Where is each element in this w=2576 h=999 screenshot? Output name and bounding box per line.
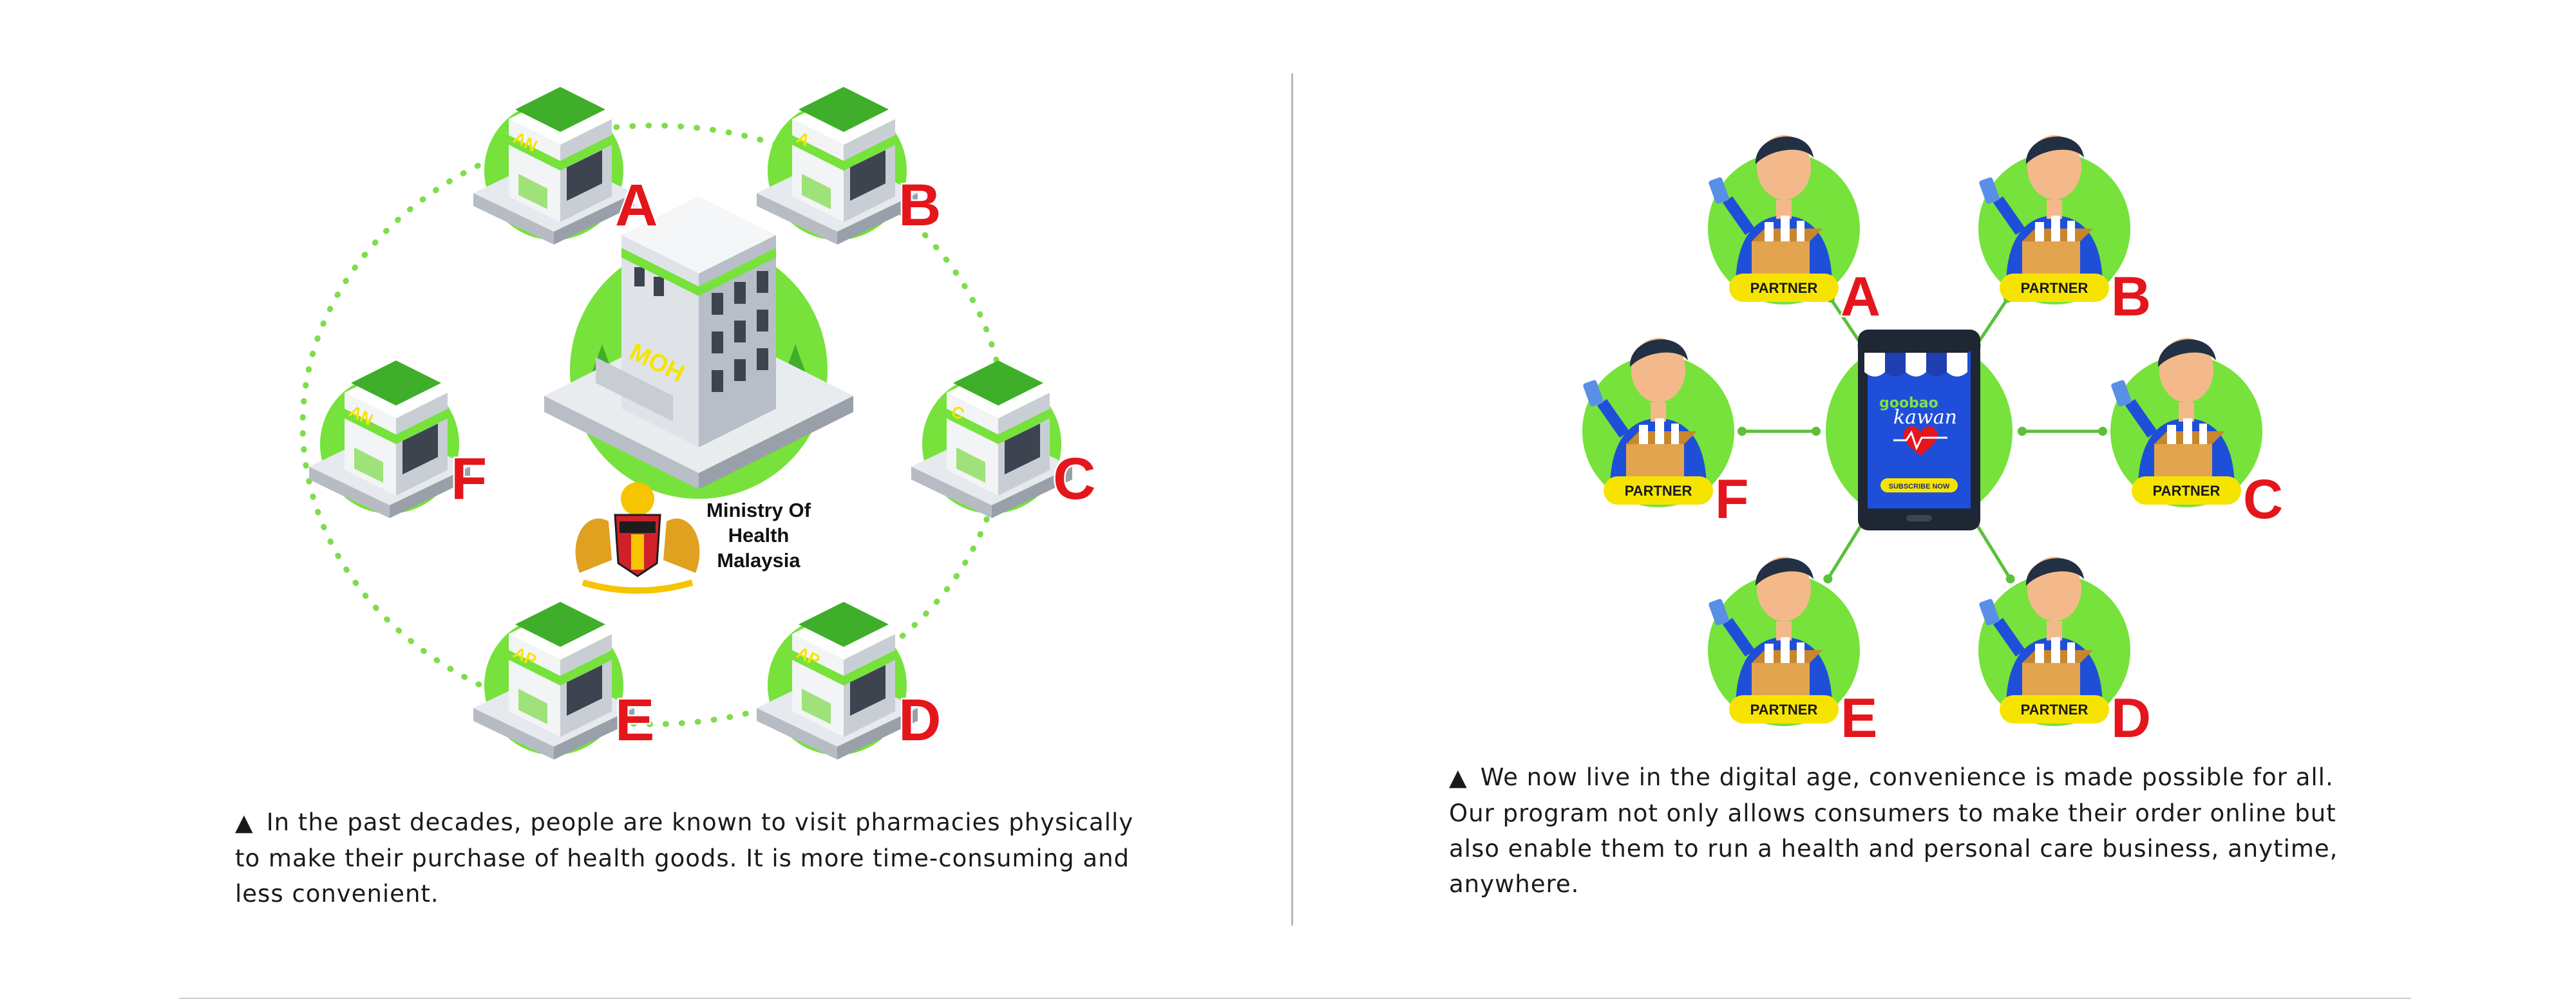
pharmacy-node-b: AB [757,87,943,245]
ministry-label-line: Malaysia [717,549,800,572]
connector-dot [1738,427,1747,436]
partner-badge [1604,476,1713,505]
connector-dot [1812,427,1821,436]
partner-letter-b: B [2111,266,2151,328]
partner-letter-e: E [1841,687,1877,749]
connector-dot [1823,574,1833,584]
pharmacy-node-c: CC [911,360,1097,518]
left-caption-text: In the past decades, people are known to… [235,808,1134,908]
pharmacy-letter-e: E [615,687,654,753]
partner-badge [1729,274,1839,302]
partner-badge-label: PARTNER [1750,702,1818,718]
bottom-rule [179,998,2411,999]
pharmacy-letter-a: A [615,173,658,238]
partner-node-c: PARTNER C [2110,338,2285,532]
pharmacy-letter-f: F [451,446,487,512]
panel-divider [1291,73,1293,926]
connector-line [1975,297,2009,347]
connector-dot [2098,427,2107,436]
partner-badge [2000,274,2109,302]
heartbeat-heart-icon [1893,426,1947,456]
partner-letter-c: C [2243,469,2283,530]
partner-letter-d: D [2111,687,2151,749]
partner-node-f: PARTNER F [1582,338,1750,532]
partner-node-a: PARTNER A [1708,135,1882,330]
partner-badge [2132,476,2241,505]
partner-letter-a: A [1841,266,1880,328]
left-caption: ▲In the past decades, people are known t… [235,805,1162,911]
pharmacy-node-f: ANF [309,360,489,518]
moh-building: MOH [544,196,853,499]
partner-letter-f: F [1715,469,1749,530]
pharmacy-letter-c: C [1053,446,1095,512]
malaysia-coat-of-arms-icon [575,482,700,594]
right-caption-text: We now live in the digital age, convenie… [1449,763,2338,898]
partner-badge-label: PARTNER [1750,280,1818,296]
partner-badge-label: PARTNER [2153,483,2221,499]
ministry-label-line: Ministry Of [706,499,811,521]
triangle-marker-icon: ▲ [235,810,254,836]
connector-line [1829,297,1864,347]
subscribe-now-label: SUBSCRIBE NOW [1889,483,1950,490]
partner-badge [1729,695,1839,724]
subscribe-now-button [1880,478,1958,492]
partner-badge-label: PARTNER [2021,702,2088,718]
partner-badge-label: PARTNER [1625,483,1692,499]
partner-badge [2000,695,2109,724]
goobao-tablet: goobao kawan SUBSCRIBE NOW [1826,330,2012,530]
pharmacy-letter-d: D [898,687,941,753]
pharmacy-node-e: APE [473,602,656,760]
pharmacy-node-a: ANA [473,87,659,245]
pharmacy-node-d: APD [757,602,943,760]
right-caption: ▲We now live in the digital age, conveni… [1449,760,2376,902]
partner-nodes: PARTNER A PARTNER B PARTNER C PARTNER D PARTNER E… [1582,135,2285,751]
triangle-marker-icon: ▲ [1449,765,1468,791]
partner-node-e: PARTNER E [1708,557,1879,751]
partner-node-d: PARTNER D [1978,557,2153,751]
connector-line [1971,518,2012,580]
connector-dot [2018,427,2027,436]
ministry-label-line: Health [728,524,790,546]
tablet-logo-top: goobao [1879,395,1938,411]
left-panel: MOH Ministry Of Health Malaysia ANAABCCA… [299,87,1097,760]
tablet-logo-bottom: kawan [1893,406,1957,429]
ministry-label: Ministry Of Health Malaysia [706,499,811,572]
connector-line [1826,518,1867,580]
connector-dot [2005,574,2015,584]
pharmacy-letter-b: B [898,173,941,238]
partner-badge-label: PARTNER [2021,280,2088,296]
partner-node-b: PARTNER B [1978,135,2153,330]
